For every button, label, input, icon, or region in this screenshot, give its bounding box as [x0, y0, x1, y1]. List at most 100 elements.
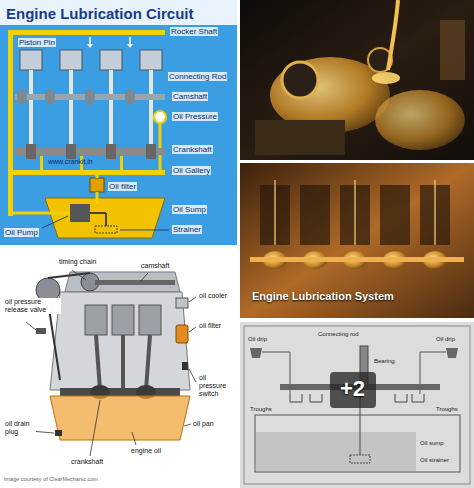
illustration-part: [55, 430, 62, 436]
illustration-part: [89, 37, 91, 45]
part-label: Oil drip: [248, 336, 267, 343]
part-label: Oil Pressure: [172, 112, 218, 121]
credit-note: Image courtesy of ClearMechanic.com: [4, 476, 98, 482]
illustration-part: [350, 455, 370, 463]
illustration-part: [182, 362, 188, 370]
illustration-part: [0, 0, 237, 245]
illustration-part: [149, 70, 153, 148]
illustration-part: [274, 180, 276, 245]
part-label: camshaft: [140, 262, 170, 270]
part-label: Rocker Shaft: [170, 27, 218, 36]
illustration-part: [176, 298, 188, 308]
part-label: Crankshaft: [172, 145, 213, 154]
illustration-part: [240, 0, 474, 160]
illustration-part: [250, 257, 464, 262]
illustration-part: [95, 226, 117, 233]
engine-photo: [240, 0, 474, 160]
illustration-part: [42, 216, 169, 230]
illustration-part: [120, 230, 169, 231]
illustration-part: [375, 90, 465, 150]
illustration-part: [0, 248, 237, 488]
illustration-part: [310, 394, 322, 402]
part-label: Oil drip: [436, 336, 455, 343]
part-label: Troughs: [250, 406, 272, 413]
part-label: Oil Sump: [172, 205, 207, 214]
illustration-part: [440, 20, 465, 80]
illustration-part: [255, 415, 460, 472]
illustration-part: [256, 432, 416, 471]
illustration-part: [255, 120, 345, 155]
panel-title: Engine Lubrication Circuit: [6, 5, 194, 22]
part-label: Connecting Rod: [168, 72, 227, 81]
illustration-part: [20, 50, 42, 70]
illustration-part: [127, 44, 133, 48]
illustration-part: [0, 0, 237, 25]
illustration-part: [66, 144, 76, 159]
illustration-part: [112, 305, 134, 335]
part-label: Oil Pump: [4, 228, 39, 237]
part-label: oil cooler: [198, 292, 228, 300]
part-label: Troughs: [436, 406, 458, 413]
illustration-part: [100, 50, 122, 70]
illustration-part: [85, 305, 107, 335]
illustration-part: [446, 348, 458, 358]
part-label: crankshaft: [70, 458, 104, 466]
part-label: oil pan: [192, 420, 215, 428]
illustration-part: [26, 144, 156, 159]
illustration-part: [372, 72, 400, 84]
part-label: Oil sump: [420, 440, 444, 447]
illustration-part: [70, 204, 90, 222]
illustration-part: [17, 89, 135, 105]
illustration-part: [90, 400, 100, 456]
illustration-part: [132, 432, 136, 445]
illustration-part: [388, 0, 398, 70]
part-label: oil pressure switch: [198, 374, 236, 398]
illustration-part: [87, 44, 93, 48]
illustration-part: [412, 394, 424, 402]
illustration-part: [290, 394, 302, 402]
illustration-part: [300, 185, 330, 245]
illustration-part: [140, 50, 162, 70]
illustration-part: [8, 30, 13, 216]
part-label: Camshaft: [172, 92, 208, 101]
illustration-part: [72, 270, 86, 280]
illustration-part: [40, 156, 123, 170]
part-label: timing chain: [58, 258, 97, 266]
illustration-part: [90, 37, 130, 45]
illustration-part: [434, 180, 436, 245]
illustration-part: [282, 62, 318, 98]
illustration-part: [90, 212, 106, 214]
illustration-part: [50, 396, 190, 440]
illustration-part: [250, 348, 262, 358]
illustration-part: [129, 37, 131, 45]
illustration-part: [189, 297, 196, 302]
illustration-part: [139, 305, 161, 335]
illustration-part: [176, 325, 188, 343]
illustration-part: [29, 70, 33, 148]
part-label: Connecting rod: [318, 331, 359, 338]
illustration-part: [69, 70, 73, 148]
part-label: oil pressure release valve: [4, 298, 61, 314]
part-label: Oil strainer: [420, 457, 449, 464]
illustration-part: [120, 156, 123, 170]
illustration-part: [189, 369, 196, 382]
engine-cutaway: [0, 248, 237, 488]
illustration-part: [36, 328, 46, 334]
illustration-part: [106, 144, 116, 159]
illustration-part: [354, 180, 356, 245]
illustration-part: [146, 335, 150, 390]
illustration-part: [121, 335, 125, 390]
illustration-part: [146, 144, 156, 159]
illustration-part: [96, 192, 99, 204]
more-count: +2: [340, 376, 365, 401]
illustration-part: [60, 388, 180, 396]
illustration-part: [85, 89, 95, 105]
illustration-part: [105, 213, 107, 226]
illustration-part: [26, 144, 36, 159]
illustration-part: [20, 50, 162, 70]
illustration-part: [96, 335, 100, 390]
circuit-panel: [0, 0, 237, 245]
illustration-part: [240, 163, 474, 318]
